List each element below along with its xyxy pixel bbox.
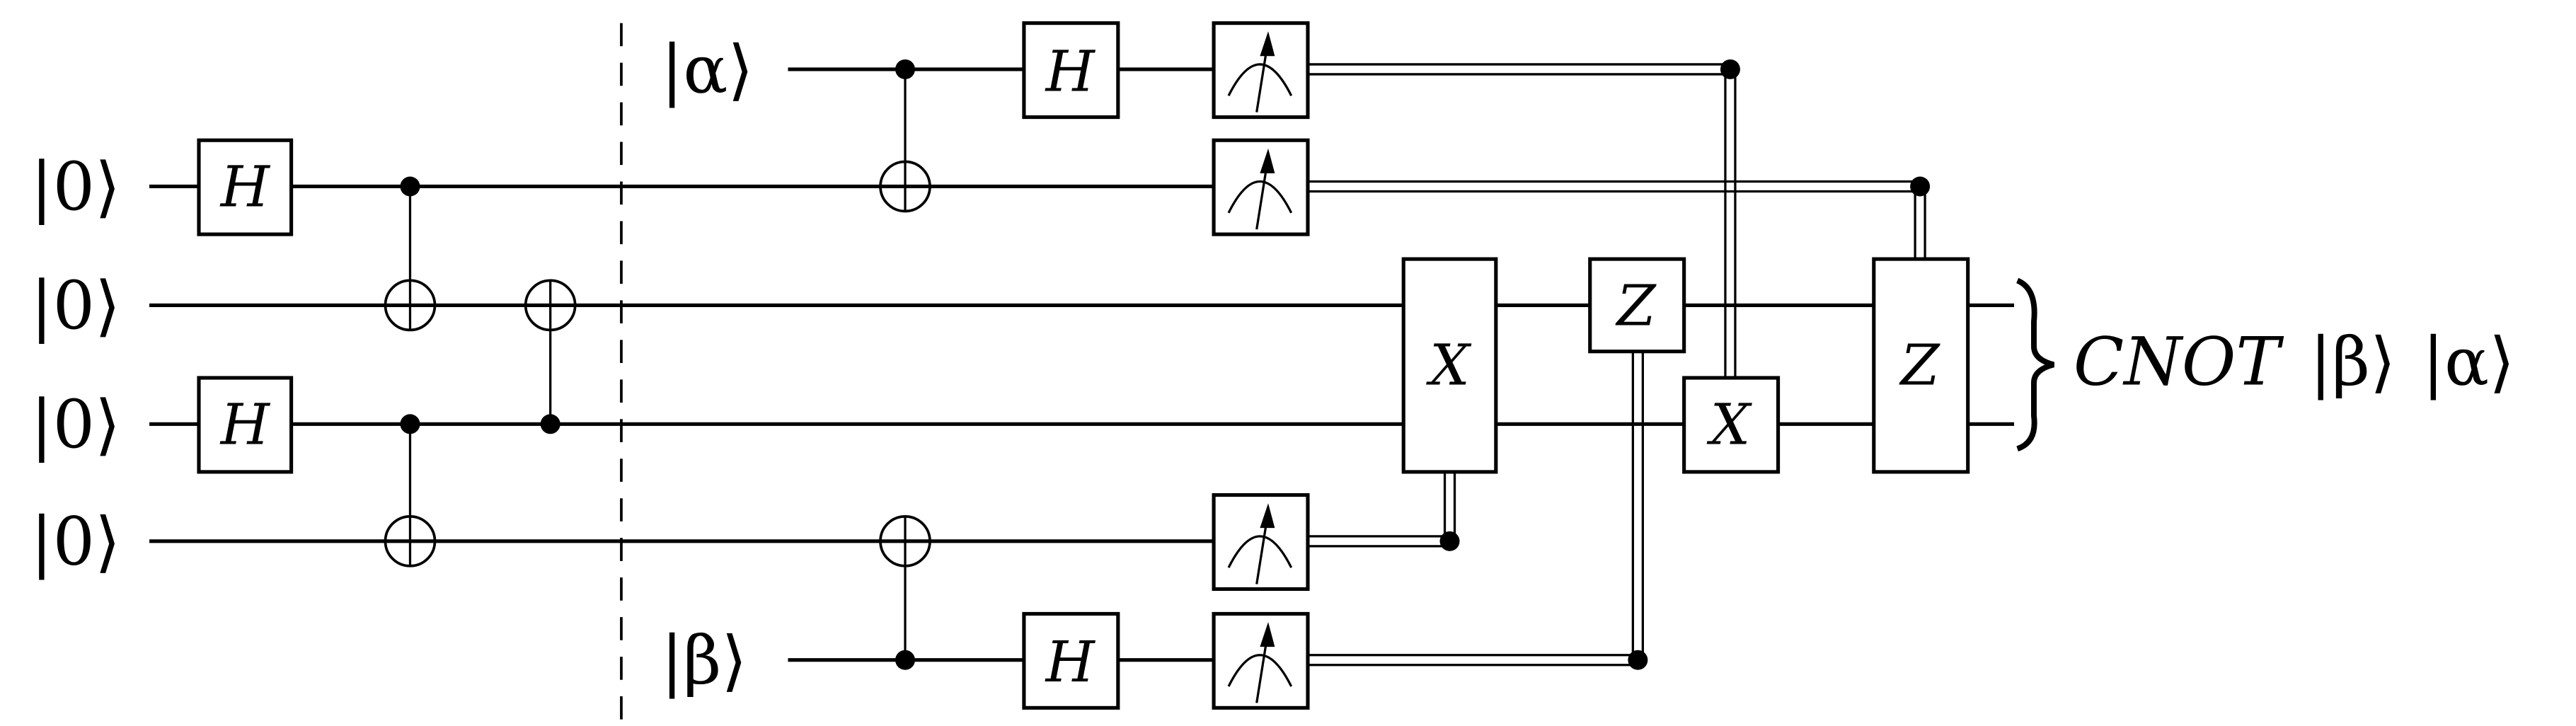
classical-control-dot — [1720, 59, 1740, 79]
input-label-q3: |0⟩ — [30, 386, 120, 463]
target-oplus — [384, 514, 437, 567]
x-gate: X — [1682, 376, 1781, 474]
z-gate: Z — [1588, 257, 1686, 354]
cnot-gate — [384, 414, 437, 567]
target-oplus — [879, 160, 931, 213]
measurement-meter-icon — [1212, 611, 1310, 710]
control-dot — [895, 59, 916, 79]
classical-control-dot — [1439, 531, 1460, 551]
svg-text:H: H — [1045, 629, 1096, 695]
input-label-q4: |0⟩ — [30, 502, 120, 580]
output-op: CNOT — [2074, 323, 2284, 400]
input-label-beta: |β⟩ — [661, 621, 747, 698]
cnot-gate — [524, 279, 577, 434]
cnot-gate — [384, 176, 437, 332]
h-gate: H — [1022, 611, 1120, 710]
measurement-meter-icon — [1212, 21, 1310, 120]
cnot-gate — [879, 514, 931, 670]
input-label-alpha: |α⟩ — [661, 31, 754, 108]
input-label-q1: |0⟩ — [30, 148, 120, 225]
classical-wire — [1307, 176, 1931, 260]
classical-wire — [1307, 471, 1460, 551]
svg-text:X: X — [1706, 391, 1753, 457]
svg-text:Z: Z — [1899, 332, 1941, 398]
control-dot — [400, 414, 420, 434]
svg-text:H: H — [1045, 38, 1096, 104]
output-beta: |β⟩ — [2310, 323, 2396, 400]
target-oplus — [879, 514, 931, 567]
z-gate-two-qubit: Z — [1872, 257, 1970, 474]
svg-text:H: H — [219, 154, 271, 219]
right-brace-icon — [2016, 277, 2055, 452]
measurement-meter-icon — [1212, 492, 1310, 592]
svg-text:X: X — [1425, 332, 1472, 398]
classical-control-dot — [1910, 176, 1931, 197]
cnot-gate — [879, 59, 931, 213]
measurement-meter-icon — [1212, 138, 1310, 236]
h-gate: H — [197, 376, 294, 474]
x-gate-two-qubit: X — [1401, 257, 1498, 474]
control-dot — [895, 650, 916, 670]
svg-text:Z: Z — [1614, 272, 1657, 338]
classical-wire — [1307, 59, 1740, 378]
classical-wire — [1307, 351, 1648, 670]
h-gate: H — [1022, 21, 1120, 120]
classical-control-dot — [1628, 650, 1648, 670]
target-oplus — [524, 279, 577, 332]
output-alpha: |α⟩ — [2422, 323, 2515, 400]
h-gate: H — [197, 138, 294, 236]
input-label-q2: |0⟩ — [30, 267, 120, 344]
svg-text:H: H — [219, 391, 271, 457]
control-dot — [540, 414, 560, 434]
control-dot — [400, 176, 420, 197]
output-label: CNOT |β⟩ |α⟩ — [2074, 323, 2514, 400]
target-oplus — [384, 279, 437, 332]
